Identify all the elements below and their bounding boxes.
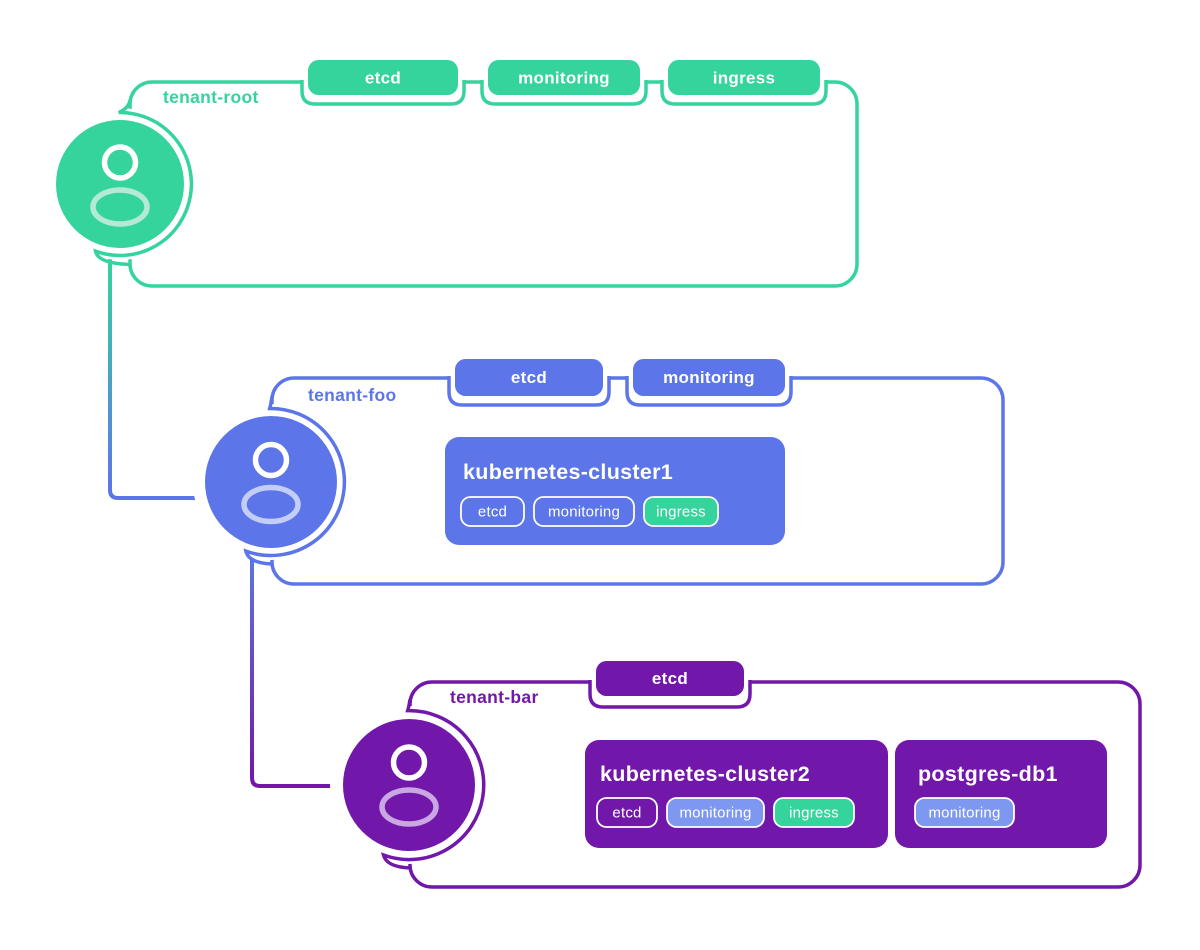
- pill-etcd: [460, 496, 525, 527]
- resource-box: [445, 437, 785, 545]
- tenant-name: tenant-bar: [450, 687, 539, 707]
- avatar-ring-arc: [93, 99, 194, 267]
- pill-monitoring-label: monitoring: [548, 504, 620, 521]
- pill-monitoring-label: monitoring: [679, 805, 751, 822]
- pill-ingress: [773, 797, 855, 828]
- pill-etcd-label: etcd: [478, 504, 507, 521]
- pill-etcd-label: etcd: [612, 805, 641, 822]
- pill-ingress-label: ingress: [656, 504, 706, 521]
- person-icon-head: [101, 144, 139, 181]
- tenant-name: tenant-root: [163, 87, 259, 107]
- tab-etcd: [455, 359, 603, 396]
- pill-monitoring: [533, 496, 635, 527]
- tab-etcd: [596, 661, 744, 696]
- person-icon-head: [252, 441, 290, 479]
- pill-etcd: [596, 797, 658, 828]
- resource-postgres-db1: postgres-db1 monitoring: [895, 740, 1107, 848]
- person-icon-head: [390, 744, 428, 781]
- person-icon-body: [241, 484, 301, 525]
- tab-monitoring-label: monitoring: [518, 69, 610, 88]
- link-root-to-foo: [108, 240, 207, 500]
- tenant-bar-group: etcd tenant-bar kubernetes-cluster2 etcd…: [330, 661, 1142, 889]
- tab-etcd: [308, 60, 458, 95]
- resource-kubernetes-cluster2: kubernetes-cluster2 etcd monitoring ingr…: [585, 740, 888, 848]
- avatar-ring-arc: [243, 396, 347, 566]
- avatar: [343, 719, 475, 851]
- person-icon-body: [90, 187, 150, 227]
- person-icon-body: [379, 787, 439, 827]
- tab-etcd-label: etcd: [365, 69, 401, 88]
- avatar-ring-arc: [380, 699, 486, 870]
- avatar: [56, 120, 184, 248]
- resource-kubernetes-cluster1: kubernetes-cluster1 etcd monitoring ingr…: [445, 437, 785, 545]
- link-foo-to-bar: [250, 546, 338, 788]
- tab-monitoring-label: monitoring: [663, 368, 755, 387]
- tab-monitoring: [488, 60, 640, 95]
- tenant-name: tenant-foo: [308, 385, 397, 405]
- tab-ingress: [668, 60, 820, 95]
- pill-monitoring-label: monitoring: [928, 805, 1000, 822]
- resource-title: kubernetes-cluster2: [600, 762, 810, 786]
- tab-ingress-label: ingress: [713, 69, 776, 88]
- tenant-root-group: etcd monitoring ingress tenant-root: [44, 60, 859, 288]
- pill-monitoring: [666, 797, 765, 828]
- pill-ingress-label: ingress: [789, 805, 839, 822]
- resource-box: [585, 740, 888, 848]
- pill-monitoring: [914, 797, 1015, 828]
- pill-ingress: [643, 496, 719, 527]
- tab-monitoring: [633, 359, 785, 396]
- tab-etcd-label: etcd: [511, 368, 547, 387]
- tenant-foo-group: etcd monitoring tenant-foo kubernetes-cl…: [193, 359, 1005, 586]
- resource-title: kubernetes-cluster1: [463, 460, 673, 484]
- tenant-links: [108, 240, 338, 788]
- avatar: [205, 416, 337, 548]
- tab-etcd-label: etcd: [652, 669, 688, 688]
- resource-box: [895, 740, 1107, 848]
- resource-title: postgres-db1: [918, 762, 1058, 786]
